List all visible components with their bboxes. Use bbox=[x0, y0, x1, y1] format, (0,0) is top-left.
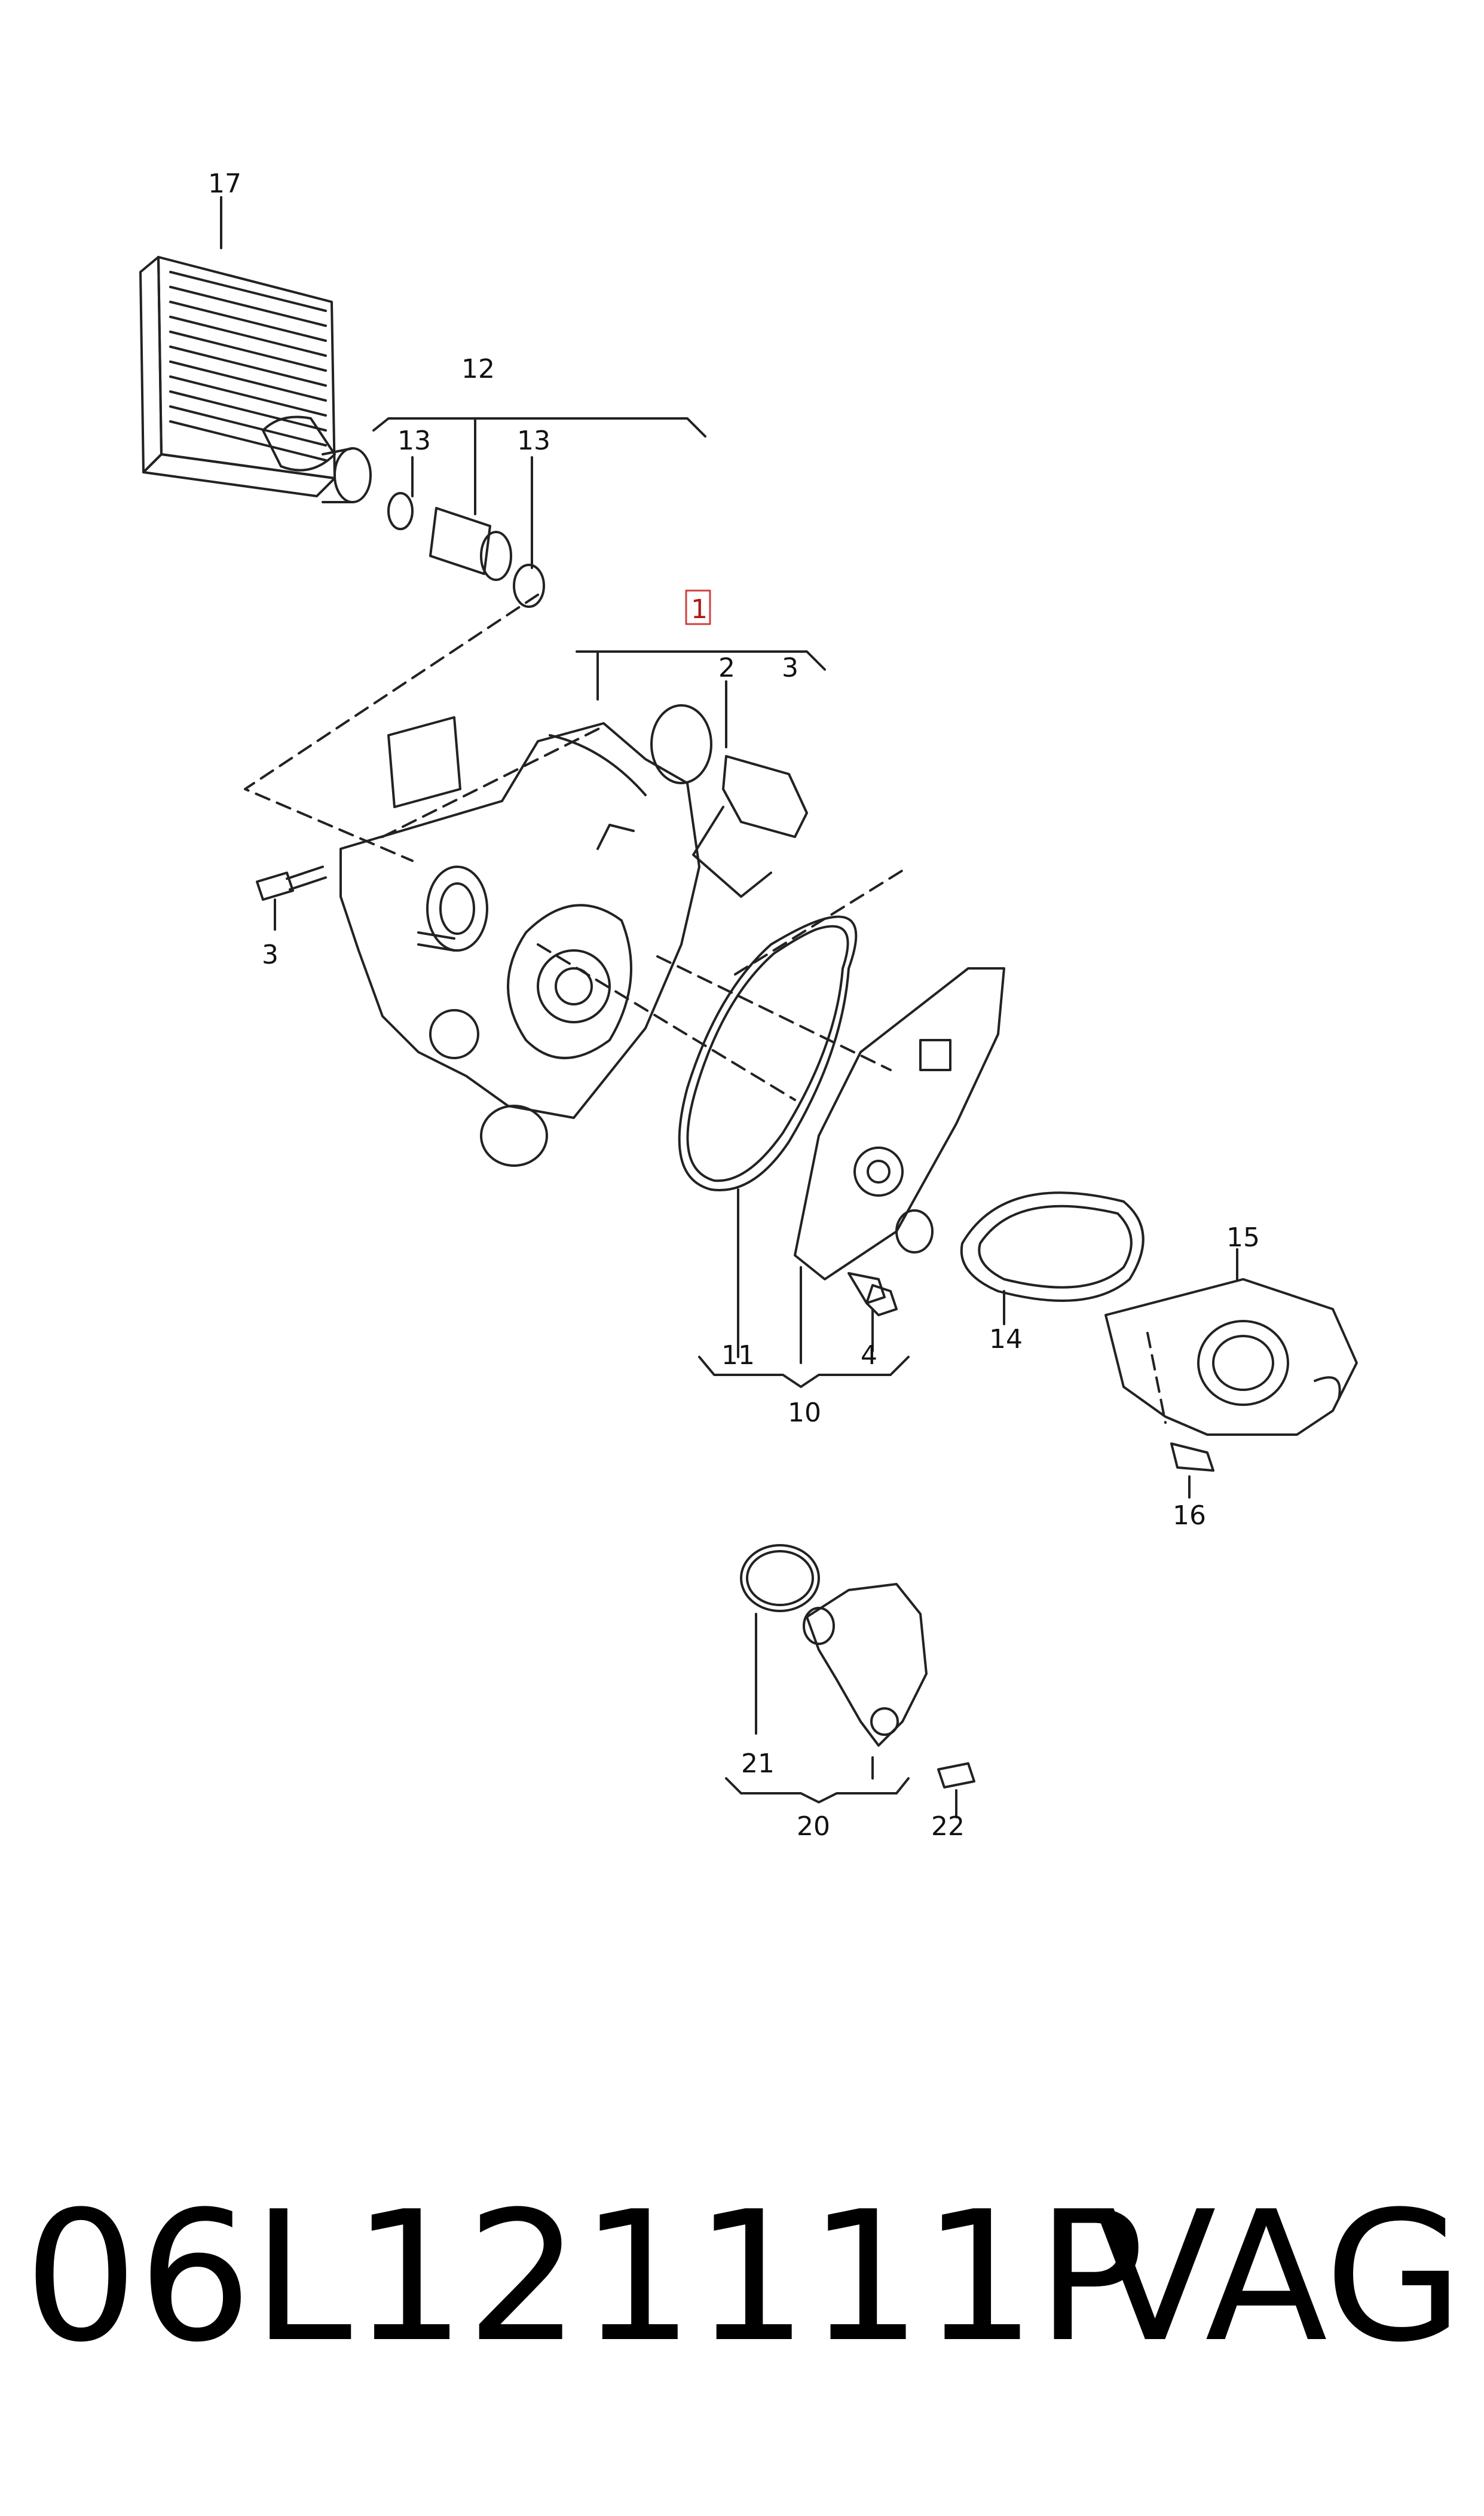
part-number: 06L121111P bbox=[24, 2173, 1145, 2382]
callout-2: 2 bbox=[718, 653, 735, 683]
callout-21: 21 bbox=[741, 1748, 775, 1779]
callout-15: 15 bbox=[1226, 1222, 1260, 1253]
callout-14: 14 bbox=[989, 1324, 1023, 1355]
pump-bolt-part bbox=[847, 1272, 886, 1352]
callout-12: 12 bbox=[461, 354, 495, 384]
brand-name: VAG bbox=[1094, 2173, 1464, 2382]
gasket-part bbox=[678, 915, 858, 1358]
belt-cover-part bbox=[1104, 1248, 1358, 1436]
callout-1-highlight-box bbox=[685, 589, 711, 625]
callout-13-left: 13 bbox=[397, 426, 431, 456]
belt-part bbox=[960, 1191, 1145, 1325]
bracket-10 bbox=[698, 1356, 910, 1388]
pump-body-part bbox=[794, 967, 1005, 1364]
callout-1: 1 bbox=[691, 594, 708, 625]
callout-13-right: 13 bbox=[517, 426, 550, 456]
callout-4: 4 bbox=[861, 1340, 877, 1371]
connector-part bbox=[372, 417, 706, 608]
callout-16: 16 bbox=[1173, 1500, 1206, 1531]
callout-3-bolt: 3 bbox=[262, 940, 279, 970]
seals-part bbox=[576, 650, 826, 838]
callout-11: 11 bbox=[721, 1340, 755, 1371]
outlet-part bbox=[725, 1544, 975, 1818]
bolt-part bbox=[256, 866, 327, 931]
cover-bolt-part bbox=[1170, 1442, 1214, 1499]
callout-17: 17 bbox=[208, 169, 241, 199]
pump-housing-part bbox=[339, 716, 772, 1167]
callout-10: 10 bbox=[788, 1398, 821, 1428]
oil-cooler-part bbox=[139, 196, 372, 503]
callout-20: 20 bbox=[797, 1811, 830, 1842]
callout-22: 22 bbox=[931, 1811, 965, 1842]
callout-3-top: 3 bbox=[782, 653, 798, 683]
